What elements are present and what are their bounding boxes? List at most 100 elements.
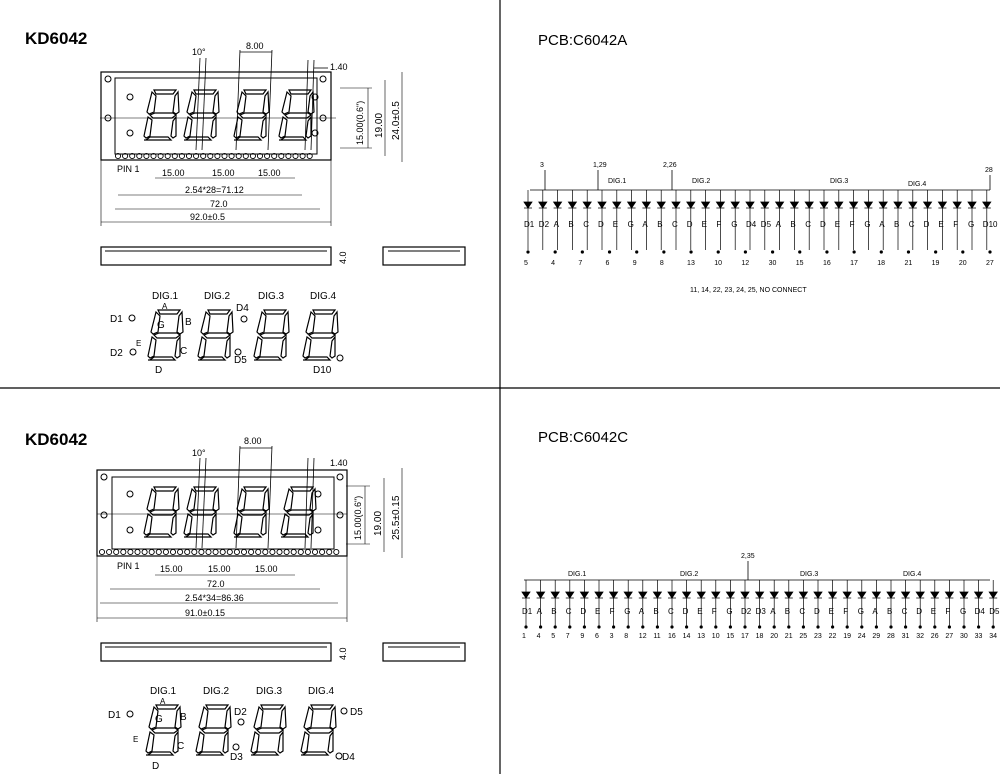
diode-symbol — [667, 591, 677, 599]
pin-hole — [193, 152, 200, 160]
diode-symbol — [848, 201, 859, 209]
pin-hole — [200, 152, 207, 160]
pin-number: 19 — [932, 260, 940, 267]
segment-label: C — [672, 220, 678, 229]
pin-hole — [319, 548, 326, 556]
pin-hole — [264, 152, 271, 160]
pin-number: 10 — [714, 260, 722, 267]
diode-symbol — [959, 591, 969, 599]
q1-depth: 4.0 — [338, 251, 348, 264]
pin-number: 13 — [697, 633, 705, 640]
pin-hole — [299, 152, 306, 160]
q1-seg-c: C — [180, 346, 187, 357]
diode-symbol — [523, 201, 533, 209]
pin-number: 18 — [756, 633, 764, 640]
pin-number: 8 — [624, 633, 628, 640]
segment-label: A — [770, 607, 776, 616]
pin-hole — [248, 548, 255, 556]
q1-angle: 10° — [192, 47, 206, 57]
pin-hole — [141, 548, 148, 556]
diode-symbol — [638, 591, 648, 599]
q1-seg-a: A — [162, 302, 168, 311]
segment-label: D2 — [539, 220, 550, 229]
segment-label: C — [909, 220, 915, 229]
diode-symbol — [641, 201, 652, 209]
pin-number: 6 — [595, 633, 599, 640]
segment-label: G — [726, 607, 732, 616]
diode-symbol — [982, 201, 992, 209]
pin-hole — [276, 548, 283, 556]
q3-total-height: 25.5±0.15 — [391, 495, 402, 540]
segment-label: B — [657, 220, 662, 229]
pin-number: 21 — [904, 260, 912, 267]
pin-hole — [240, 548, 248, 556]
diode-symbol — [711, 591, 721, 599]
pin-number: 8 — [660, 260, 664, 267]
pin-number: 29 — [872, 633, 880, 640]
segment-label: F — [716, 220, 721, 229]
diode-symbol — [908, 201, 918, 209]
q3-dig1: DIG.1 — [150, 686, 177, 697]
q3-seg-c: C — [177, 741, 184, 752]
diode-symbol — [952, 201, 962, 209]
diode-symbol — [863, 201, 874, 209]
q3-mechanical-drawing: KD6042 10° 8.00 1.40 15.00(0.6") 19.00 — [25, 430, 466, 772]
q3-pin-span: 2.54*34=86.36 — [185, 593, 244, 603]
diode-symbol — [922, 201, 933, 209]
pin-hole — [177, 548, 184, 556]
diode-symbol — [671, 201, 681, 209]
q3-pin1-label: PIN 1 — [117, 561, 140, 571]
pin-number: 20 — [770, 633, 778, 640]
diode-symbol — [819, 201, 829, 209]
segment-label: C — [668, 607, 674, 616]
segment-label: C — [902, 607, 908, 616]
q3-d2: D2 — [234, 707, 247, 718]
segment-label: D2 — [741, 607, 752, 616]
pin-hole — [283, 548, 290, 556]
segment-label: A — [537, 607, 543, 616]
q1-seg-b: B — [185, 317, 192, 328]
q1-d4: D4 — [236, 303, 249, 314]
pin-hole — [205, 548, 212, 556]
diode-symbol — [686, 201, 696, 209]
q1-d10: D10 — [313, 365, 332, 376]
q1-seg-g: G — [157, 320, 165, 331]
pin-hole — [120, 548, 127, 556]
pin-hole — [228, 152, 235, 160]
diode-symbol — [893, 201, 903, 209]
diode-symbol — [769, 591, 779, 599]
diode-symbol — [900, 591, 911, 599]
q3-seg-width: 1.40 — [330, 458, 348, 468]
diode-symbol — [886, 591, 896, 599]
diode-symbol — [725, 591, 736, 599]
q1-d2: D2 — [110, 348, 123, 359]
pin-number: 18 — [877, 260, 885, 267]
pin-number: 27 — [945, 633, 953, 640]
diode-symbol — [967, 201, 977, 209]
pin-hole — [157, 152, 164, 160]
diode-symbol — [623, 591, 633, 599]
diode-symbol — [834, 201, 844, 209]
segment-label: D5 — [989, 607, 1000, 616]
q3-seg-d: D — [152, 761, 159, 772]
q1-total-height: 24.0±0.5 — [391, 101, 402, 140]
q3-dig4: DIG.4 — [308, 686, 335, 697]
diode-symbol — [538, 201, 548, 209]
q4-top-pin: 2,35 — [741, 553, 755, 560]
diode-symbol — [871, 591, 882, 599]
pin-hole — [285, 152, 292, 160]
q1-d1: D1 — [110, 314, 123, 325]
pin-hole — [127, 548, 134, 556]
diode-symbol — [740, 591, 750, 599]
segment-label: A — [642, 220, 648, 229]
pin-hole — [255, 548, 262, 556]
pin-number: 21 — [785, 633, 793, 640]
segment-label: B — [568, 220, 573, 229]
segment-label: E — [595, 607, 600, 616]
pin-number: 12 — [741, 260, 749, 267]
pin-hole — [150, 152, 157, 160]
pin-hole — [148, 548, 155, 556]
pin-hole — [171, 152, 178, 160]
pin-hole — [207, 152, 214, 160]
diode-symbol — [973, 591, 984, 599]
